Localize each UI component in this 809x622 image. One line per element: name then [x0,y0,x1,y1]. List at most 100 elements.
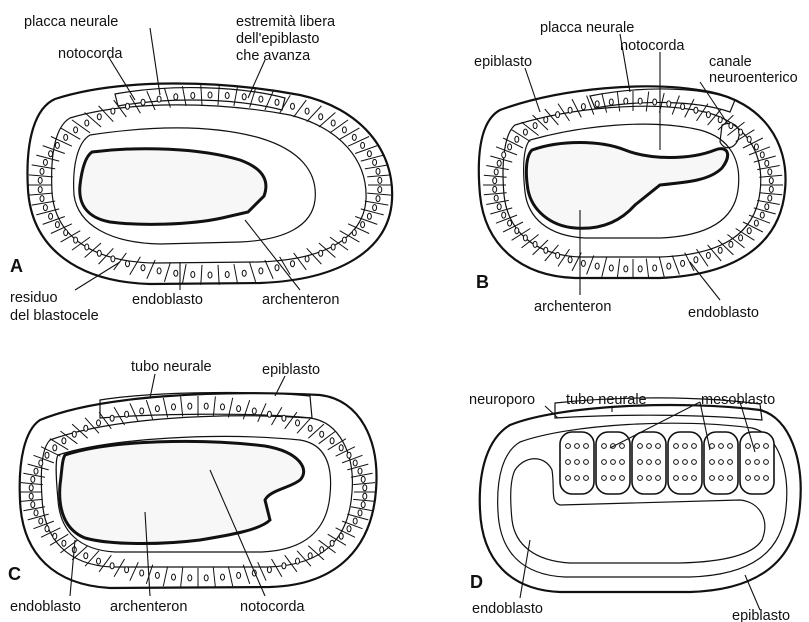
cell-nucleus [97,558,101,564]
label-c-notocorda: notocorda [240,599,305,615]
cell-nucleus [718,247,722,253]
cell-nucleus [259,268,263,274]
cell-wall [29,175,53,177]
cell-nucleus [140,570,144,576]
cell-nucleus [31,476,35,482]
cell-nucleus [681,260,685,266]
cell-nucleus [157,96,161,102]
cell-nucleus [191,272,195,278]
cell-wall [34,521,54,529]
cell-nucleus [515,136,519,142]
somite-cell [746,460,751,465]
label-a-estremita-line2: dell'epiblasto [236,31,319,47]
somite-cell [647,476,652,481]
cell-nucleus [638,98,642,104]
cell-nucleus [208,272,212,278]
cell-wall [617,259,619,279]
cell-nucleus [494,195,498,201]
cell-wall [672,255,679,274]
panel-a: placca neurale notocorda estremità liber… [10,14,392,324]
cell-nucleus [84,553,88,559]
somite-cell [638,476,643,481]
label-b-canale-line1: canale [709,54,752,70]
cell-nucleus [172,574,176,580]
cell-nucleus [172,404,176,410]
cell-nucleus [760,152,764,158]
cell-wall [759,193,782,195]
somite-cell [611,476,616,481]
label-b-endoblasto: endoblasto [688,305,759,321]
cell-nucleus [64,134,68,140]
somite-cell [746,476,751,481]
cell-nucleus [373,205,377,211]
cell-nucleus [568,107,572,113]
cell-nucleus [339,533,343,539]
cell-nucleus [595,101,599,107]
cell-nucleus [497,204,501,210]
cell-nucleus [544,117,548,123]
cell-nucleus [320,547,324,553]
cell-nucleus [242,270,246,276]
cell-wall [367,175,391,177]
somite-cell [719,460,724,465]
cell-nucleus [638,266,642,272]
somite-cell [602,476,607,481]
cell-nucleus [353,518,357,524]
cell-nucleus [376,168,380,174]
somite-cell [620,460,625,465]
cell-nucleus [363,493,367,499]
label-a-placca-neurale: placca neurale [24,14,118,30]
label-d-epiblasto: epiblasto [732,608,790,622]
somite-cell [638,460,643,465]
cell-wall [28,464,49,470]
cell-wall [130,562,138,581]
label-b-placca-neurale: placca neurale [540,20,634,36]
cell-wall [34,455,54,463]
cell-wall [130,403,138,422]
cell-wall [749,215,770,223]
cell-nucleus [40,168,44,174]
cell-nucleus [126,261,130,267]
cell-nucleus [378,187,382,193]
cell-nucleus [729,123,733,129]
somite-cell [647,460,652,465]
cell-wall [32,201,56,205]
cell-nucleus [125,567,129,573]
cell-nucleus [320,431,324,437]
somite-cell [674,476,679,481]
somite-cell [692,460,697,465]
cell-nucleus [282,563,286,569]
label-a-endoblasto: endoblasto [132,292,203,308]
somite-cell [755,476,760,481]
cell-nucleus [97,114,101,120]
panel-c-letter: C [8,564,21,584]
cell-nucleus [204,403,208,409]
somite-cell [728,460,733,465]
label-c-archenteron: archenteron [110,599,187,615]
cell-nucleus [568,257,572,263]
cell-nucleus [85,120,89,126]
cell-wall [181,568,183,588]
cell-nucleus [225,93,229,99]
cell-nucleus [74,237,78,243]
cell-nucleus [275,265,279,271]
cell-nucleus [331,120,335,126]
label-a-residuo-line2: del blastocele [10,308,99,324]
cell-nucleus [43,205,47,211]
cell-wall [342,455,362,463]
cell-wall [99,555,111,572]
somite-cell [584,460,589,465]
cell-nucleus [729,241,733,247]
cell-nucleus [126,103,130,109]
cell-nucleus [768,195,772,201]
cell-nucleus [502,212,506,218]
cell-wall [294,253,307,270]
somite-cell [611,460,616,465]
cell-nucleus [358,510,362,516]
cell-wall [146,400,152,419]
cell-wall [587,255,594,274]
cell-nucleus [125,411,129,417]
cell-nucleus [523,235,527,241]
somite-cell [584,444,589,449]
panel-b-archenteron-cavity [526,143,727,229]
